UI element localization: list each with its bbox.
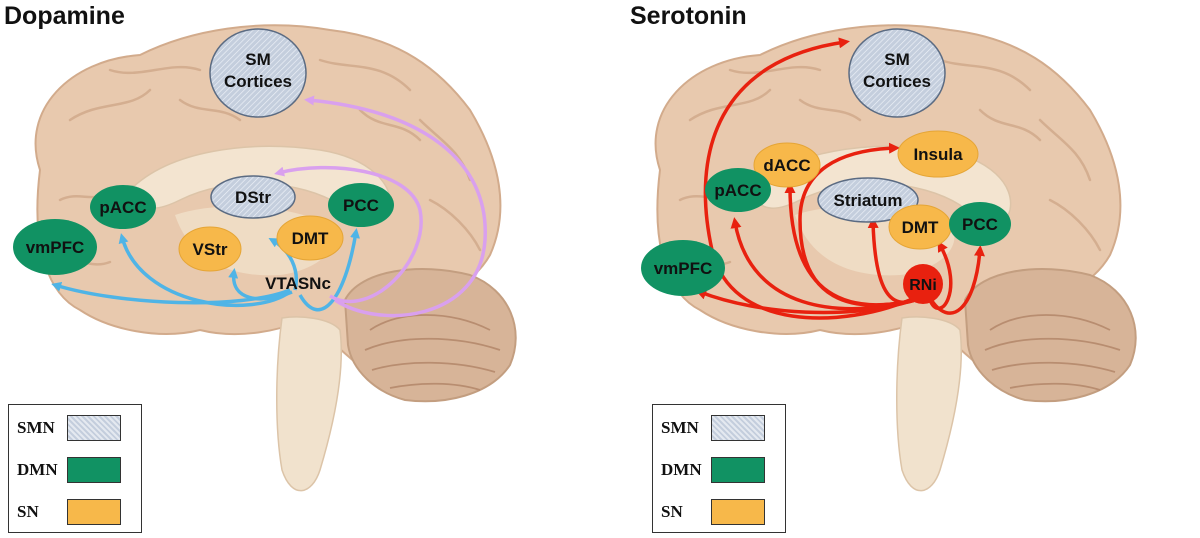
snc-projections [274, 95, 487, 318]
node-label: dACC [763, 156, 810, 175]
dopamine-panel-title: Dopamine [4, 2, 125, 30]
legend-label: SN [661, 502, 683, 521]
cerebellum [963, 267, 1137, 403]
arrow-snc-dstr [274, 165, 423, 304]
node-rni: RNi [903, 264, 943, 304]
legend-label: SN [17, 502, 39, 521]
node-dstr: DStr [210, 175, 296, 219]
node-label: Striatum [834, 191, 903, 210]
brainstem [896, 316, 963, 492]
arrow-rni-insula [798, 142, 916, 307]
serotonin-brain-illustration: SM Cortices dACC Insula pACC Striatum DM… [641, 24, 1137, 492]
node-label: DMT [902, 218, 939, 237]
node-label: PCC [962, 215, 998, 234]
serotonin-panel-title: Serotonin [630, 2, 747, 30]
node-label: pACC [99, 198, 146, 217]
node-sm-cortices: SM Cortices [848, 28, 946, 118]
cerebellum [343, 267, 517, 403]
node-sm-cortices: SM Cortices [209, 28, 307, 118]
legend-row-smn: SMN [17, 415, 121, 441]
node-vmpfc: vmPFC [13, 219, 97, 275]
node-label: RNi [909, 277, 937, 294]
node-label: vmPFC [26, 238, 85, 257]
arrow-rni-pcc [928, 245, 985, 315]
legend-swatch-smn [711, 415, 765, 441]
arrow-rni-dmt [867, 217, 916, 305]
node-label: Cortices [863, 72, 931, 91]
node-label: VStr [193, 240, 228, 259]
legend-swatch-dmn [67, 457, 121, 483]
arrow-vta-pcc [298, 228, 360, 312]
arrow-vta-dmt [268, 238, 298, 291]
node-vstr: VStr [178, 226, 242, 272]
legend-label: SMN [17, 418, 55, 437]
legend-swatch-smn [67, 415, 121, 441]
legend-row-smn: SMN [661, 415, 765, 441]
node-pacc: pACC [705, 168, 771, 212]
node-vmpfc: vmPFC [641, 240, 725, 296]
legend-swatch-dmn [711, 457, 765, 483]
node-striatum: Striatum [817, 177, 919, 223]
brainstem [276, 316, 343, 492]
legend-dopamine: SMN DMN SN [8, 404, 142, 533]
node-vtasnc-label: VTASNc [265, 274, 331, 293]
legend-row-dmn: DMN [661, 457, 765, 483]
node-pcc: PCC [949, 202, 1011, 246]
node-label: pACC [714, 181, 761, 200]
node-label: DStr [235, 188, 271, 207]
legend-label: SMN [661, 418, 699, 437]
legend-row-dmn: DMN [17, 457, 121, 483]
node-dacc: dACC [753, 142, 821, 188]
legend-swatch-sn [67, 499, 121, 525]
node-pcc: PCC [328, 183, 394, 227]
legend-serotonin: SMN DMN SN [652, 404, 786, 533]
node-label: SM [884, 50, 910, 69]
legend-row-sn: SN [17, 499, 121, 525]
node-insula: Insula [897, 130, 979, 178]
arrow-vta-vstr [228, 268, 293, 301]
cerebellum-folia [364, 314, 501, 391]
node-label: DMT [292, 229, 329, 248]
arrow-vta-vmpfc [51, 281, 291, 305]
legend-row-sn: SN [661, 499, 765, 525]
arrow-vta-pacc [118, 233, 292, 308]
arrow-snc-smcortices [304, 95, 487, 318]
node-dmt: DMT [888, 204, 952, 250]
dopamine-brain-illustration: SM Cortices DStr pACC PCC vmPFC VStr DMT… [13, 24, 517, 492]
rni-projections [695, 37, 985, 320]
vta-projections [51, 228, 360, 312]
node-label: Insula [913, 145, 963, 164]
node-dmt: DMT [276, 215, 344, 261]
cerebellum-folia [984, 314, 1121, 391]
legend-label: DMN [17, 460, 58, 479]
node-pacc: pACC [90, 185, 156, 229]
node-label: PCC [343, 196, 379, 215]
node-label: vmPFC [654, 259, 713, 278]
node-label: SM [245, 50, 271, 69]
legend-label: DMN [661, 460, 702, 479]
node-label: Cortices [224, 72, 292, 91]
legend-swatch-sn [711, 499, 765, 525]
